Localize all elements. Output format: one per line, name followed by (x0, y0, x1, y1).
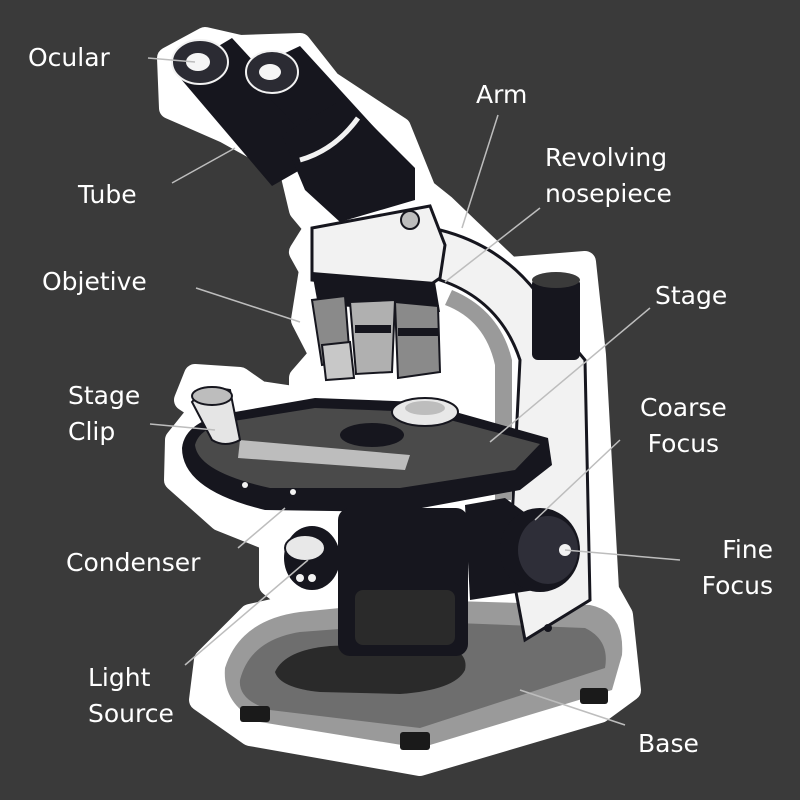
microscope-stage (182, 386, 552, 512)
eyepiece-tubes (171, 38, 415, 222)
label-stage: Stage (655, 281, 728, 310)
label-revolving-nosepiece: Revolving nosepiece (545, 140, 672, 212)
leader-revolving-nosepiece (444, 207, 541, 283)
leader-stage-clip (149, 423, 216, 431)
microscope-base (224, 600, 623, 750)
leader-objetive (195, 287, 301, 323)
label-coarse-focus-line1: Coarse (640, 393, 727, 422)
label-revolving-nosepiece-line1: Revolving (545, 143, 668, 172)
label-arm: Arm (476, 80, 528, 109)
label-stage-clip-line1: Stage (68, 381, 141, 410)
label-light-source-line2: Source (88, 699, 174, 728)
label-base: Base (638, 729, 699, 758)
leader-light-source (184, 559, 309, 666)
condenser-focus (284, 498, 580, 656)
label-coarse-focus-line2: Focus (647, 429, 720, 458)
nosepiece-objectives (310, 272, 442, 382)
label-objetive: Objetive (42, 267, 147, 296)
label-stage-clip-line2: Clip (68, 417, 116, 446)
label-light-source-line1: Light (88, 663, 151, 692)
label-condenser: Condenser (66, 548, 201, 577)
microscope-head (310, 204, 447, 294)
label-fine-focus-line1: Fine (722, 535, 773, 564)
leader-tube (171, 147, 236, 184)
label-fine-focus: Fine Focus (695, 532, 773, 604)
label-fine-focus-line2: Focus (701, 571, 773, 600)
label-light-source: Light Source (88, 660, 174, 732)
leader-condenser (237, 507, 286, 549)
label-ocular: Ocular (28, 43, 110, 72)
leader-coarse-focus (534, 439, 621, 521)
label-tube: Tube (78, 180, 137, 209)
leader-arm (461, 114, 499, 229)
label-coarse-focus: Coarse Focus (640, 390, 727, 462)
label-stage-clip: Stage Clip (68, 378, 140, 450)
label-revolving-nosepiece-line2: nosepiece (545, 179, 672, 208)
leader-base (519, 689, 626, 726)
leader-ocular (147, 57, 196, 63)
leader-fine-focus (564, 549, 681, 561)
leader-stage (489, 307, 651, 443)
leader-lines (147, 57, 681, 726)
